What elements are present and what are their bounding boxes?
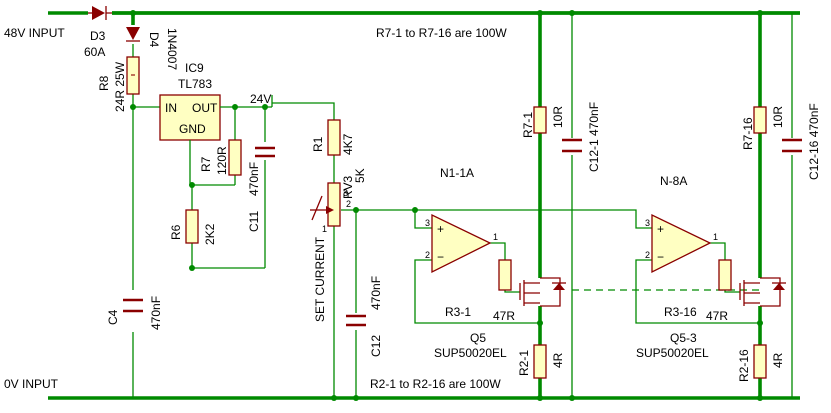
value-rv3: 5K xyxy=(353,168,367,183)
label-q5-3: Q5-3 xyxy=(670,331,697,345)
label-c4: C4 xyxy=(106,309,120,325)
value-r7: 120R xyxy=(215,146,229,175)
resistor-r7-1 xyxy=(533,106,547,134)
value-d4: 1N4007 xyxy=(165,28,179,70)
label-c12-16: C12-16 470nF xyxy=(807,103,821,180)
label-d3: D3 xyxy=(90,29,106,43)
n1-pin-2: 2 xyxy=(425,250,430,260)
value-c11: 470nF xyxy=(247,162,261,196)
note-r7-rating: R7-1 to R7-16 are 100W xyxy=(376,26,507,40)
n1-minus-sign: − xyxy=(437,250,444,264)
value-c12: 470nF xyxy=(369,276,383,310)
opamp-n8 xyxy=(651,213,712,274)
wire-left-branch xyxy=(130,10,160,398)
label-ic9: IC9 xyxy=(185,61,204,75)
wire-channel-1 xyxy=(414,10,575,401)
label-r3-1: R3-1 xyxy=(445,305,471,319)
label-d4: D4 xyxy=(147,32,161,48)
label-48v-input: 48V INPUT xyxy=(4,26,65,40)
value-r1: 4K7 xyxy=(341,133,355,155)
resistor-r3-1 xyxy=(498,259,512,291)
capacitor-c12-16 xyxy=(782,138,802,153)
label-r7: R7 xyxy=(199,156,213,172)
wire-channel-16 xyxy=(538,10,793,401)
label-r2-1: R2-1 xyxy=(517,350,531,376)
n8-plus-sign: + xyxy=(657,222,664,236)
resistor-r2-16 xyxy=(753,344,767,379)
capacitor-c11 xyxy=(255,146,275,158)
value-r3-1: 47R xyxy=(493,309,515,323)
wire-reg-out xyxy=(189,104,272,271)
value-q5: SUP50020EL xyxy=(434,346,507,360)
value-r8: 24R 25W xyxy=(113,61,127,112)
n8-pin-2: 2 xyxy=(645,250,650,260)
n1-pin-1: 1 xyxy=(493,232,498,242)
value-r7-16: 10R xyxy=(771,106,785,128)
value-d3: 60A xyxy=(84,45,105,59)
diode-d3 xyxy=(88,6,112,20)
mosfet-q5 xyxy=(519,277,566,307)
regulator-ic9 xyxy=(159,94,221,141)
n8-minus-sign: − xyxy=(657,250,664,264)
capacitor-c12 xyxy=(346,314,366,327)
value-c4: 470nF xyxy=(149,296,163,330)
n1-pin-3: 3 xyxy=(425,218,430,228)
rv3-pin-3: 3 xyxy=(343,188,348,198)
label-r6: R6 xyxy=(169,224,183,240)
label-r7-1: R7-1 xyxy=(521,112,535,138)
value-r3-16: 47R xyxy=(706,309,728,323)
resistor-r7-16 xyxy=(753,106,767,134)
diode-d4 xyxy=(126,27,140,42)
note-r2-rating: R2-1 to R2-16 are 100W xyxy=(370,377,501,391)
label-n1: N1-1A xyxy=(440,166,474,180)
value-r7-1: 10R xyxy=(551,106,565,128)
capacitor-c4 xyxy=(123,298,143,313)
label-c12: C12 xyxy=(369,335,383,357)
label-set-current: SET CURRENT xyxy=(313,236,327,322)
label-q5: Q5 xyxy=(470,331,486,345)
capacitor-c12-1 xyxy=(562,138,582,153)
label-0v-input: 0V INPUT xyxy=(4,377,59,391)
label-r2-16: R2-16 xyxy=(737,349,751,382)
value-r6: 2K2 xyxy=(203,223,217,245)
net-24v: 24V xyxy=(250,92,271,106)
resistor-r1 xyxy=(327,119,341,156)
label-r8: R8 xyxy=(97,75,111,91)
ic9-pin-out: OUT xyxy=(192,101,218,115)
ic9-pin-in: IN xyxy=(165,101,177,115)
value-r2-1: 4R xyxy=(551,352,565,368)
label-r3-16: R3-16 xyxy=(664,305,697,319)
n8-pin-1: 1 xyxy=(713,232,718,242)
resistor-r2-1 xyxy=(533,344,547,379)
resistor-r7 xyxy=(228,139,242,176)
label-r1: R1 xyxy=(311,136,325,152)
mosfet-q5-3 xyxy=(739,277,786,307)
opamp-n1 xyxy=(431,213,492,274)
value-q5-3: SUP50020EL xyxy=(636,346,709,360)
resistor-r6 xyxy=(185,209,199,244)
resistor-r3-16 xyxy=(718,259,732,291)
label-n8: N-8A xyxy=(660,174,687,188)
value-r2-16: 4R xyxy=(771,352,785,368)
resistor-r8 xyxy=(126,56,140,95)
wire-rv3-branch xyxy=(271,95,538,401)
label-c11: C11 xyxy=(247,211,261,232)
value-ic9: TL783 xyxy=(178,77,212,91)
potentiometer-rv3 xyxy=(310,182,341,227)
n8-pin-3: 3 xyxy=(645,218,650,228)
rv3-pin-1: 1 xyxy=(322,224,327,234)
label-c12-1: C12-1 470nF xyxy=(587,102,601,172)
n1-plus-sign: + xyxy=(437,222,444,236)
label-r7-16: R7-16 xyxy=(741,117,755,150)
rv3-pin-2: 2 xyxy=(346,199,351,209)
label-rv3: RV3 xyxy=(341,176,355,199)
ic9-pin-gnd: GND xyxy=(179,122,206,136)
